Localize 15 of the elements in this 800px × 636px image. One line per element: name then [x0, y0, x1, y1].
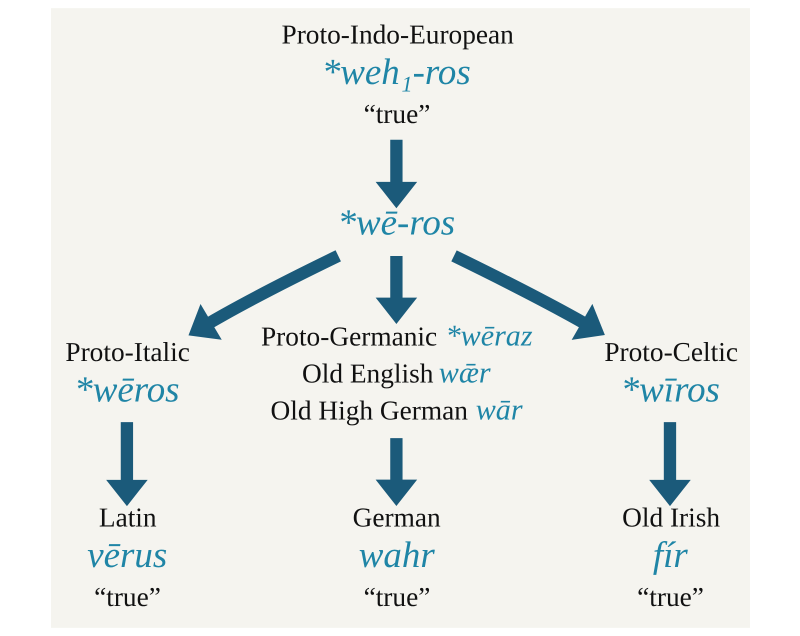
node-text: Proto-Indo-European *weh₁-ros “true”: [280, 20, 514, 130]
node-text: Proto-Germanic *wēraz Old English wǣr Old High German wār: [260, 318, 532, 426]
arrow: [450, 250, 604, 340]
arrow: [648, 422, 690, 506]
arrow: [375, 256, 417, 324]
node-text: German wahr “true”: [352, 502, 440, 612]
node-text: Proto-Italic *wēros: [64, 337, 190, 410]
node-text: *wē-ros: [337, 202, 455, 243]
arrow: [375, 438, 417, 506]
node-text: Old Irish fír “true”: [622, 502, 720, 612]
node-text: Proto-Celtic *wīros: [604, 337, 738, 410]
arrow: [188, 250, 340, 340]
arrow: [106, 422, 148, 506]
node-text: Latin vērus “true”: [86, 502, 167, 612]
arrow: [375, 140, 417, 208]
